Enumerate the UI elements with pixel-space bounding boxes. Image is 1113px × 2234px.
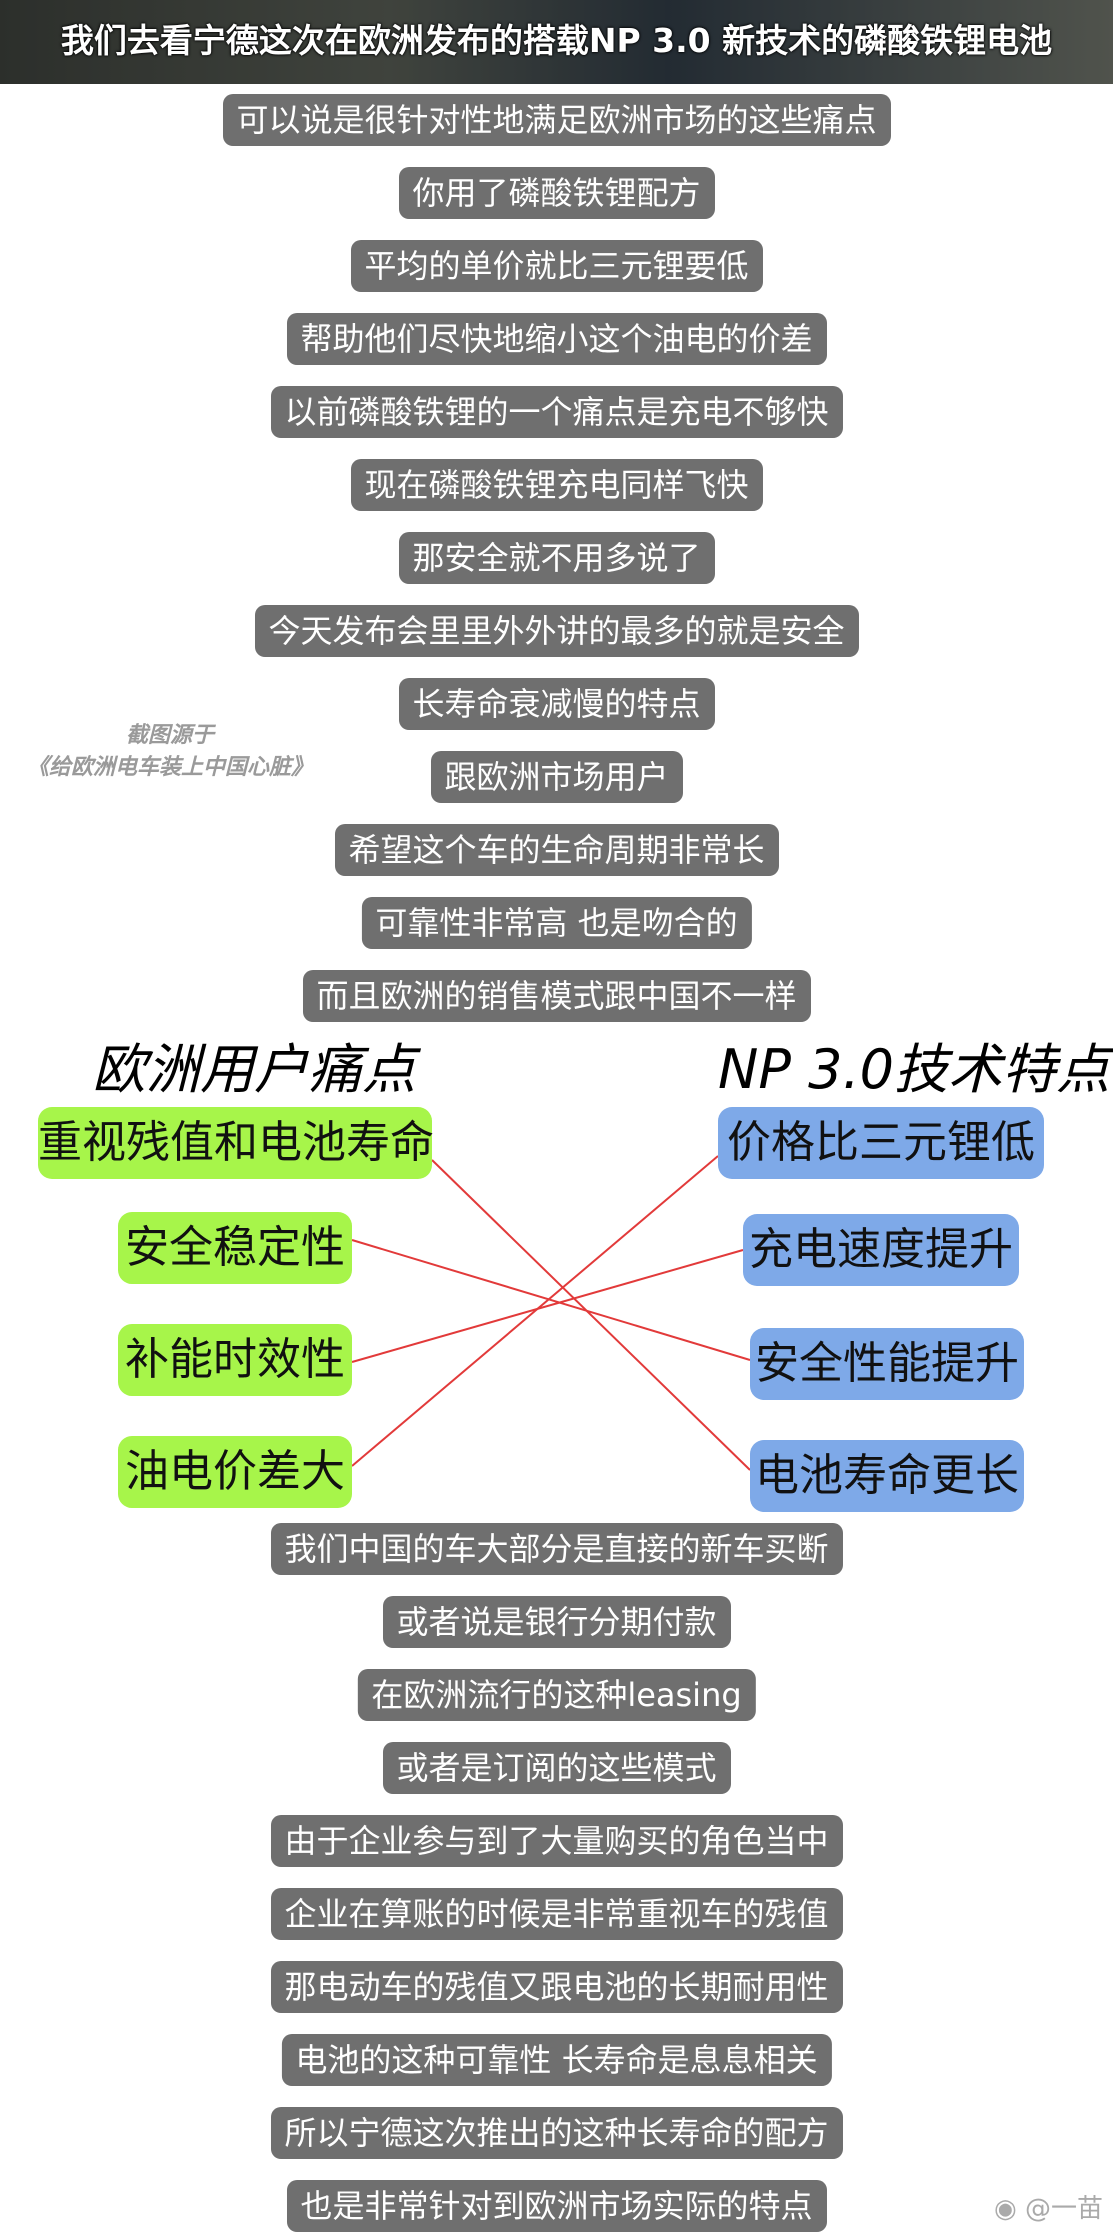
subtitle-line: 或者是订阅的这些模式 xyxy=(382,1742,731,1794)
subtitle-line: 企业在算账的时候是非常重视车的残值 xyxy=(270,1888,843,1940)
subtitle-line: 今天发布会里里外外讲的最多的就是安全 xyxy=(254,605,859,657)
subtitle-line: 在欧洲流行的这种leasing xyxy=(357,1669,756,1721)
subtitle-line: 平均的单价就比三元锂要低 xyxy=(350,240,763,292)
feature-price: 价格比三元锂低 xyxy=(718,1107,1044,1179)
subtitle-line: 你用了磷酸铁锂配方 xyxy=(398,167,715,219)
subtitle-line: 帮助他们尽快地缩小这个油电的价差 xyxy=(286,313,827,365)
watermark-line-2: 《给欧洲电车装上中国心脏》 xyxy=(26,755,313,780)
pain-point-safety: 安全稳定性 xyxy=(118,1212,352,1284)
subtitle-line: 跟欧洲市场用户 xyxy=(430,751,683,803)
pain-point-price-gap: 油电价差大 xyxy=(118,1436,352,1508)
feature-battery-life: 电池寿命更长 xyxy=(750,1440,1024,1512)
connector-charging-to-speed xyxy=(351,1249,744,1363)
left-heading: 欧洲用户痛点 xyxy=(92,1038,416,1101)
pain-point-residual-value: 重视残值和电池寿命 xyxy=(38,1107,434,1179)
subtitle-line: 由于企业参与到了大量购买的角色当中 xyxy=(270,1815,843,1867)
subtitle-line: 希望这个车的生命周期非常长 xyxy=(334,824,779,876)
credit-text: @一苗 xyxy=(1024,2194,1103,2224)
source-watermark: 截图源于 《给欧洲电车装上中国心脏》 xyxy=(0,720,340,784)
weibo-icon: ◉ xyxy=(994,2194,1017,2224)
connector-price-gap-to-price xyxy=(351,1155,719,1467)
right-heading: NP 3.0技术特点 xyxy=(718,1038,1111,1101)
subtitle-line: 所以宁德这次推出的这种长寿命的配方 xyxy=(270,2107,843,2159)
subtitle-line: 长寿命衰减慢的特点 xyxy=(398,678,715,730)
subtitle-line: 那电动车的残值又跟电池的长期耐用性 xyxy=(270,1961,843,2013)
watermark-line-1: 截图源于 xyxy=(125,723,214,748)
video-frame-background xyxy=(0,0,1113,84)
pain-point-charging: 补能时效性 xyxy=(118,1324,352,1396)
subtitle-line: 也是非常针对到欧洲市场实际的特点 xyxy=(286,2180,827,2232)
subtitle-line: 那安全就不用多说了 xyxy=(398,532,715,584)
subtitle-line: 可靠性非常高 也是吻合的 xyxy=(361,897,752,949)
weibo-credit: ◉ @一苗 xyxy=(994,2188,1103,2225)
video-title-caption: 我们去看宁德这次在欧洲发布的搭载NP 3.0 新技术的磷酸铁锂电池 xyxy=(60,21,1053,60)
subtitle-line: 现在磷酸铁锂充电同样飞快 xyxy=(350,459,763,511)
subtitle-line: 以前磷酸铁锂的一个痛点是充电不够快 xyxy=(270,386,843,438)
feature-charging-speed: 充电速度提升 xyxy=(743,1214,1019,1286)
subtitle-line: 电池的这种可靠性 长寿命是息息相关 xyxy=(281,2034,832,2086)
subtitle-line: 我们中国的车大部分是直接的新车买断 xyxy=(270,1523,843,1575)
connector-safety-to-safety xyxy=(351,1239,751,1361)
connector-residual-to-lifespan xyxy=(431,1159,751,1471)
subtitle-line: 可以说是很针对性地满足欧洲市场的这些痛点 xyxy=(222,94,891,146)
subtitle-line: 而且欧洲的销售模式跟中国不一样 xyxy=(302,970,811,1022)
feature-safety: 安全性能提升 xyxy=(750,1328,1024,1400)
subtitle-line: 或者说是银行分期付款 xyxy=(382,1596,731,1648)
